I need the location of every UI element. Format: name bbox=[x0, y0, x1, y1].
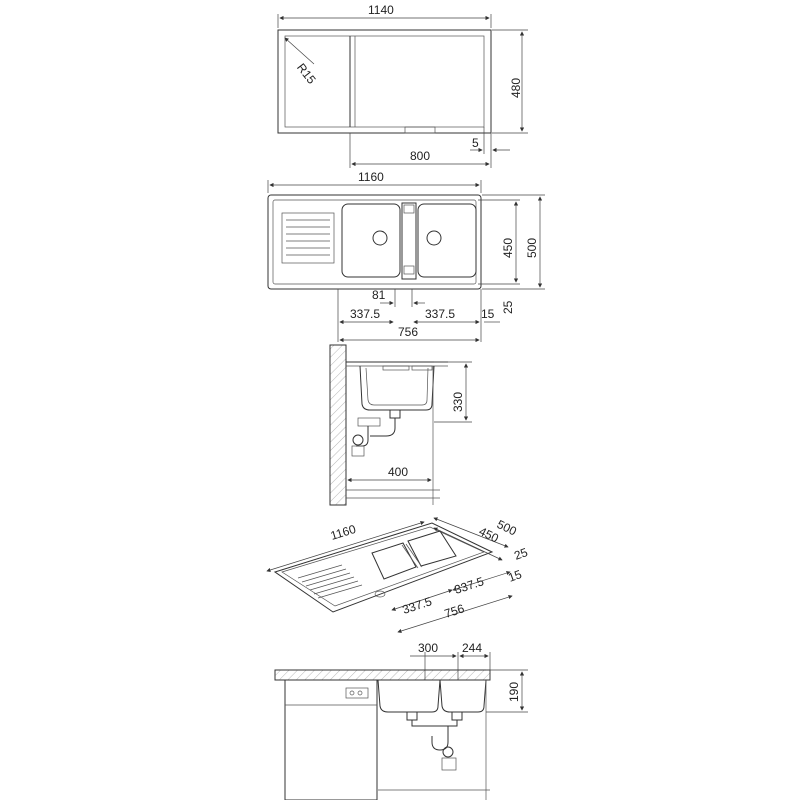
side-distance-label: 400 bbox=[388, 465, 408, 479]
top-left-bowl-label: 337.5 bbox=[350, 307, 380, 321]
top-depth-inner-label: 450 bbox=[501, 238, 515, 258]
cutout-depth-label: 480 bbox=[509, 78, 523, 98]
front-bowl-left-label: 300 bbox=[418, 641, 438, 655]
front-view: 300 244 190 bbox=[274, 641, 528, 800]
side-view: 330 400 bbox=[329, 344, 472, 506]
top-view: 1160 450 500 81 337.5 337.5 15 25 756 bbox=[267, 170, 545, 343]
left-bowl bbox=[341, 203, 401, 278]
front-trap bbox=[406, 711, 463, 771]
top-gap-label: 81 bbox=[372, 288, 386, 302]
iso-edge-b-label: 25 bbox=[512, 545, 530, 563]
iso-left-bowl-label: 337.5 bbox=[401, 594, 434, 617]
front-bowl-right-label: 244 bbox=[462, 641, 482, 655]
right-bowl bbox=[417, 203, 477, 278]
iso-drainer-ribs bbox=[297, 564, 363, 599]
cutout-radius-label: R15 bbox=[294, 61, 319, 87]
top-depth-outer-label: 500 bbox=[525, 238, 539, 258]
drainer-ribs bbox=[281, 212, 335, 264]
top-bowls-total-label: 756 bbox=[398, 325, 418, 339]
cutout-view: R15 1140 480 800 5 bbox=[277, 3, 528, 168]
iso-bowls-total-label: 756 bbox=[443, 601, 467, 621]
sink-top-outline bbox=[267, 194, 482, 290]
iso-right-bowl bbox=[407, 530, 457, 567]
top-edge-a-label: 15 bbox=[481, 307, 495, 321]
left-drain bbox=[372, 230, 388, 246]
iso-edge-a-label: 15 bbox=[506, 567, 524, 585]
cutout-margin-label: 5 bbox=[472, 136, 479, 150]
side-trap bbox=[351, 409, 401, 457]
cutout-offset-label: 800 bbox=[410, 149, 430, 163]
sink-iso-outline bbox=[273, 522, 494, 613]
cutout-outline bbox=[277, 29, 492, 134]
front-depth-label: 190 bbox=[507, 682, 521, 702]
front-right-bowl bbox=[439, 679, 487, 713]
iso-right-bowl-label: 337.5 bbox=[453, 574, 486, 597]
iso-view: 1160 500 450 25 15 337.5 337.5 756 bbox=[266, 517, 530, 633]
bowl-section bbox=[359, 365, 435, 411]
top-right-bowl-label: 337.5 bbox=[425, 307, 455, 321]
top-edge-b-label: 25 bbox=[501, 300, 515, 314]
dishwasher bbox=[284, 679, 378, 800]
top-width-label: 1160 bbox=[358, 170, 384, 184]
side-height-label: 330 bbox=[451, 392, 465, 412]
wall bbox=[329, 344, 347, 506]
front-left-bowl bbox=[377, 679, 441, 713]
iso-width-label: 1160 bbox=[329, 522, 358, 543]
cutout-width-label: 1140 bbox=[368, 3, 394, 17]
right-drain bbox=[426, 230, 442, 246]
